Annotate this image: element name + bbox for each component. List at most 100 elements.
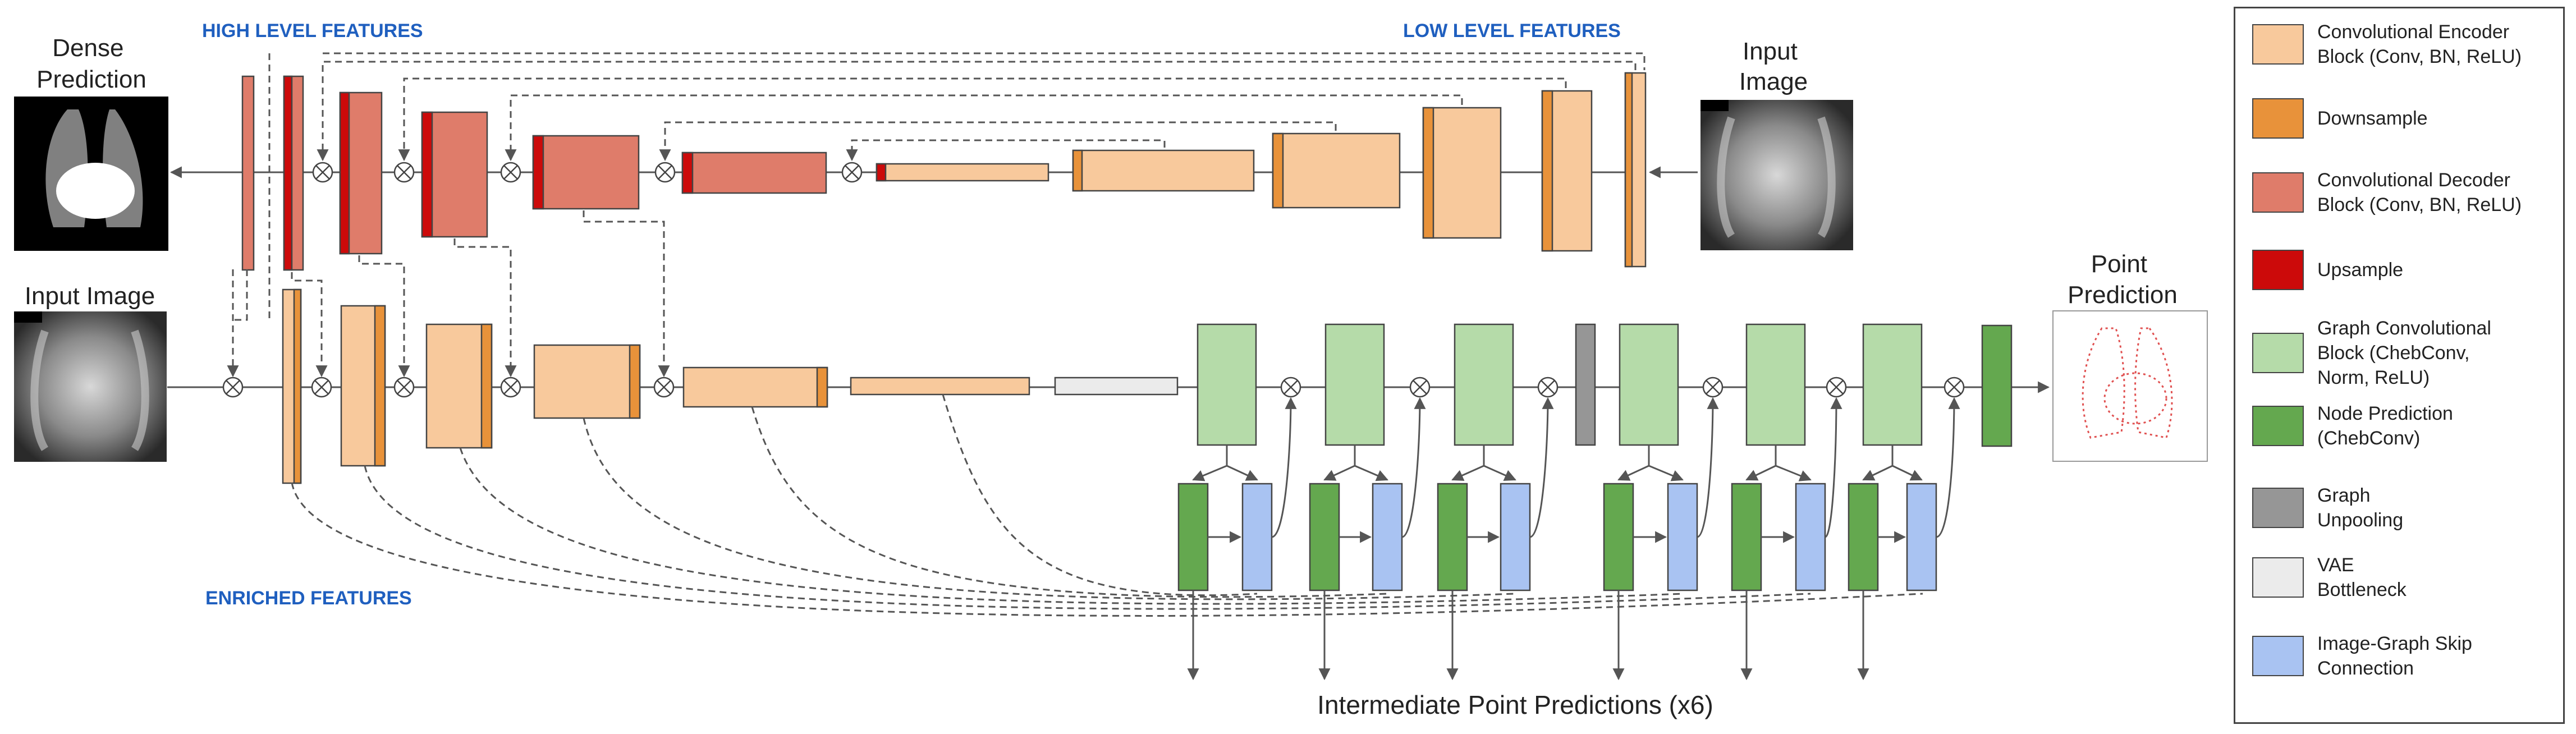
input-image-top-line1: Input <box>1743 38 1798 65</box>
top-output-block <box>241 75 255 271</box>
bot-concat-3 <box>393 377 415 398</box>
img-graph-skip-5 <box>1795 483 1826 591</box>
legend-item: VAE Bottleneck <box>2252 553 2407 602</box>
top-concat-5 <box>841 162 863 183</box>
input-image-left <box>14 311 167 462</box>
legend-swatch <box>2252 636 2304 676</box>
legend-label: Graph Unpooling <box>2317 485 2404 531</box>
img-graph-skip-6 <box>1906 483 1937 591</box>
node-pred-6 <box>1848 483 1879 591</box>
bot-enc-block-5 <box>682 366 828 408</box>
top-dec-block-5 <box>681 152 827 194</box>
graph-unpool <box>1575 323 1596 446</box>
point-prediction-line2: Prediction <box>2068 281 2178 309</box>
intermediate-pairs <box>1177 483 1937 591</box>
point-prediction-line1: Point <box>2091 250 2147 278</box>
top-upsample-4 <box>532 135 544 210</box>
img-graph-skip-4 <box>1667 483 1698 591</box>
graph-decoder <box>1197 323 2013 447</box>
bot-downsample-5 <box>816 366 828 408</box>
node-pred-1 <box>1177 483 1209 591</box>
top-concat-4 <box>654 162 676 183</box>
top-encoder-blocks <box>876 72 1647 268</box>
legend-swatch <box>2252 172 2304 213</box>
top-enc-block-5 <box>1072 149 1255 192</box>
graph-conv-1 <box>1197 323 1257 446</box>
top-concat-1 <box>312 162 333 183</box>
point-prediction-image <box>2052 310 2208 462</box>
bot-concat-2 <box>311 377 332 398</box>
legend-swatch <box>2252 24 2304 65</box>
legend-label: Image-Graph Skip Connection <box>2317 633 2472 679</box>
node-pred-3 <box>1437 483 1468 591</box>
img-graph-skip-2 <box>1372 483 1403 591</box>
top-downsample-2 <box>1541 90 1553 252</box>
bot-downsample-1 <box>293 288 302 484</box>
dense-prediction-line1: Dense <box>52 34 123 62</box>
top-upsample-6 <box>876 163 887 182</box>
legend-item: Downsample <box>2252 98 2428 139</box>
top-enc-block-4 <box>1272 132 1401 209</box>
top-enc-block-3 <box>1422 107 1502 239</box>
bot-concat-1 <box>222 377 244 398</box>
dense-prediction-line2: Prediction <box>36 66 146 93</box>
bot-downsample-4 <box>629 344 641 419</box>
legend-swatch <box>2252 488 2304 528</box>
top-dec-block-4 <box>532 135 640 210</box>
legend-label: Downsample <box>2317 108 2428 129</box>
legend-label: Convolutional Decoder Block (Conv, BN, R… <box>2317 169 2522 215</box>
dense-prediction-label: Dense Prediction <box>36 34 146 93</box>
top-downsample-4 <box>1272 132 1284 209</box>
dense-prediction-image <box>14 97 168 251</box>
top-upsample-1 <box>283 75 293 271</box>
graph-concat-6 <box>1944 377 1965 398</box>
img-graph-skip-1 <box>1241 483 1273 591</box>
bot-downsample-3 <box>480 323 493 449</box>
graph-conv-3 <box>1454 323 1514 446</box>
input-image-left-label: Input Image <box>25 282 155 310</box>
node-pred-2 <box>1309 483 1340 591</box>
graph-conv-2 <box>1324 323 1385 446</box>
graph-conv-4 <box>1619 323 1679 446</box>
graph-conv-6 <box>1862 323 1923 446</box>
top-decoder-blocks <box>241 75 887 271</box>
top-downsample-1 <box>1624 72 1633 268</box>
graph-concat-5 <box>1826 377 1847 398</box>
top-upsample-5 <box>681 152 694 194</box>
legend-swatch <box>2252 333 2304 373</box>
legend-item: Convolutional Encoder Block (Conv, BN, R… <box>2252 20 2522 69</box>
top-upsample-2 <box>339 91 350 255</box>
legend-label: Upsample <box>2317 259 2404 281</box>
point-prediction-label: Point Prediction <box>2068 250 2178 309</box>
legend-item: Node Prediction (ChebConv) <box>2252 401 2453 451</box>
legend-item: Upsample <box>2252 250 2403 290</box>
node-pred-5 <box>1731 483 1762 591</box>
enriched-features-heading: ENRICHED FEATURES <box>205 588 412 609</box>
img-graph-skip-3 <box>1500 483 1531 591</box>
input-image-top-line2: Image <box>1739 68 1808 95</box>
graph-conv-5 <box>1745 323 1806 446</box>
graph-concat-4 <box>1702 377 1724 398</box>
top-downsample-3 <box>1422 107 1434 239</box>
graph-concat-1 <box>1280 377 1301 398</box>
graph-concat-2 <box>1409 377 1431 398</box>
legend-swatch <box>2252 557 2304 598</box>
legend: Convolutional Encoder Block (Conv, BN, R… <box>2234 7 2565 724</box>
low-level-features-heading: LOW LEVEL FEATURES <box>1403 20 1621 42</box>
legend-swatch <box>2252 98 2304 139</box>
top-concat-2 <box>393 162 415 183</box>
top-upsample-3 <box>421 111 433 238</box>
input-image-top-label: Input Image <box>1739 38 1808 95</box>
legend-item: Graph Convolutional Block (ChebConv, Nor… <box>2252 316 2491 390</box>
legend-label: VAE Bottleneck <box>2317 554 2407 600</box>
top-concat-3 <box>500 162 521 183</box>
graph-concat-3 <box>1537 377 1559 398</box>
bot-enc-block-4 <box>533 344 641 419</box>
input-image-top <box>1700 100 1853 250</box>
top-enc-block-6 <box>876 163 1049 182</box>
legend-item: Convolutional Decoder Block (Conv, BN, R… <box>2252 168 2522 217</box>
legend-swatch <box>2252 250 2304 290</box>
node-pred-4 <box>1603 483 1634 591</box>
bot-downsample-2 <box>374 305 386 467</box>
